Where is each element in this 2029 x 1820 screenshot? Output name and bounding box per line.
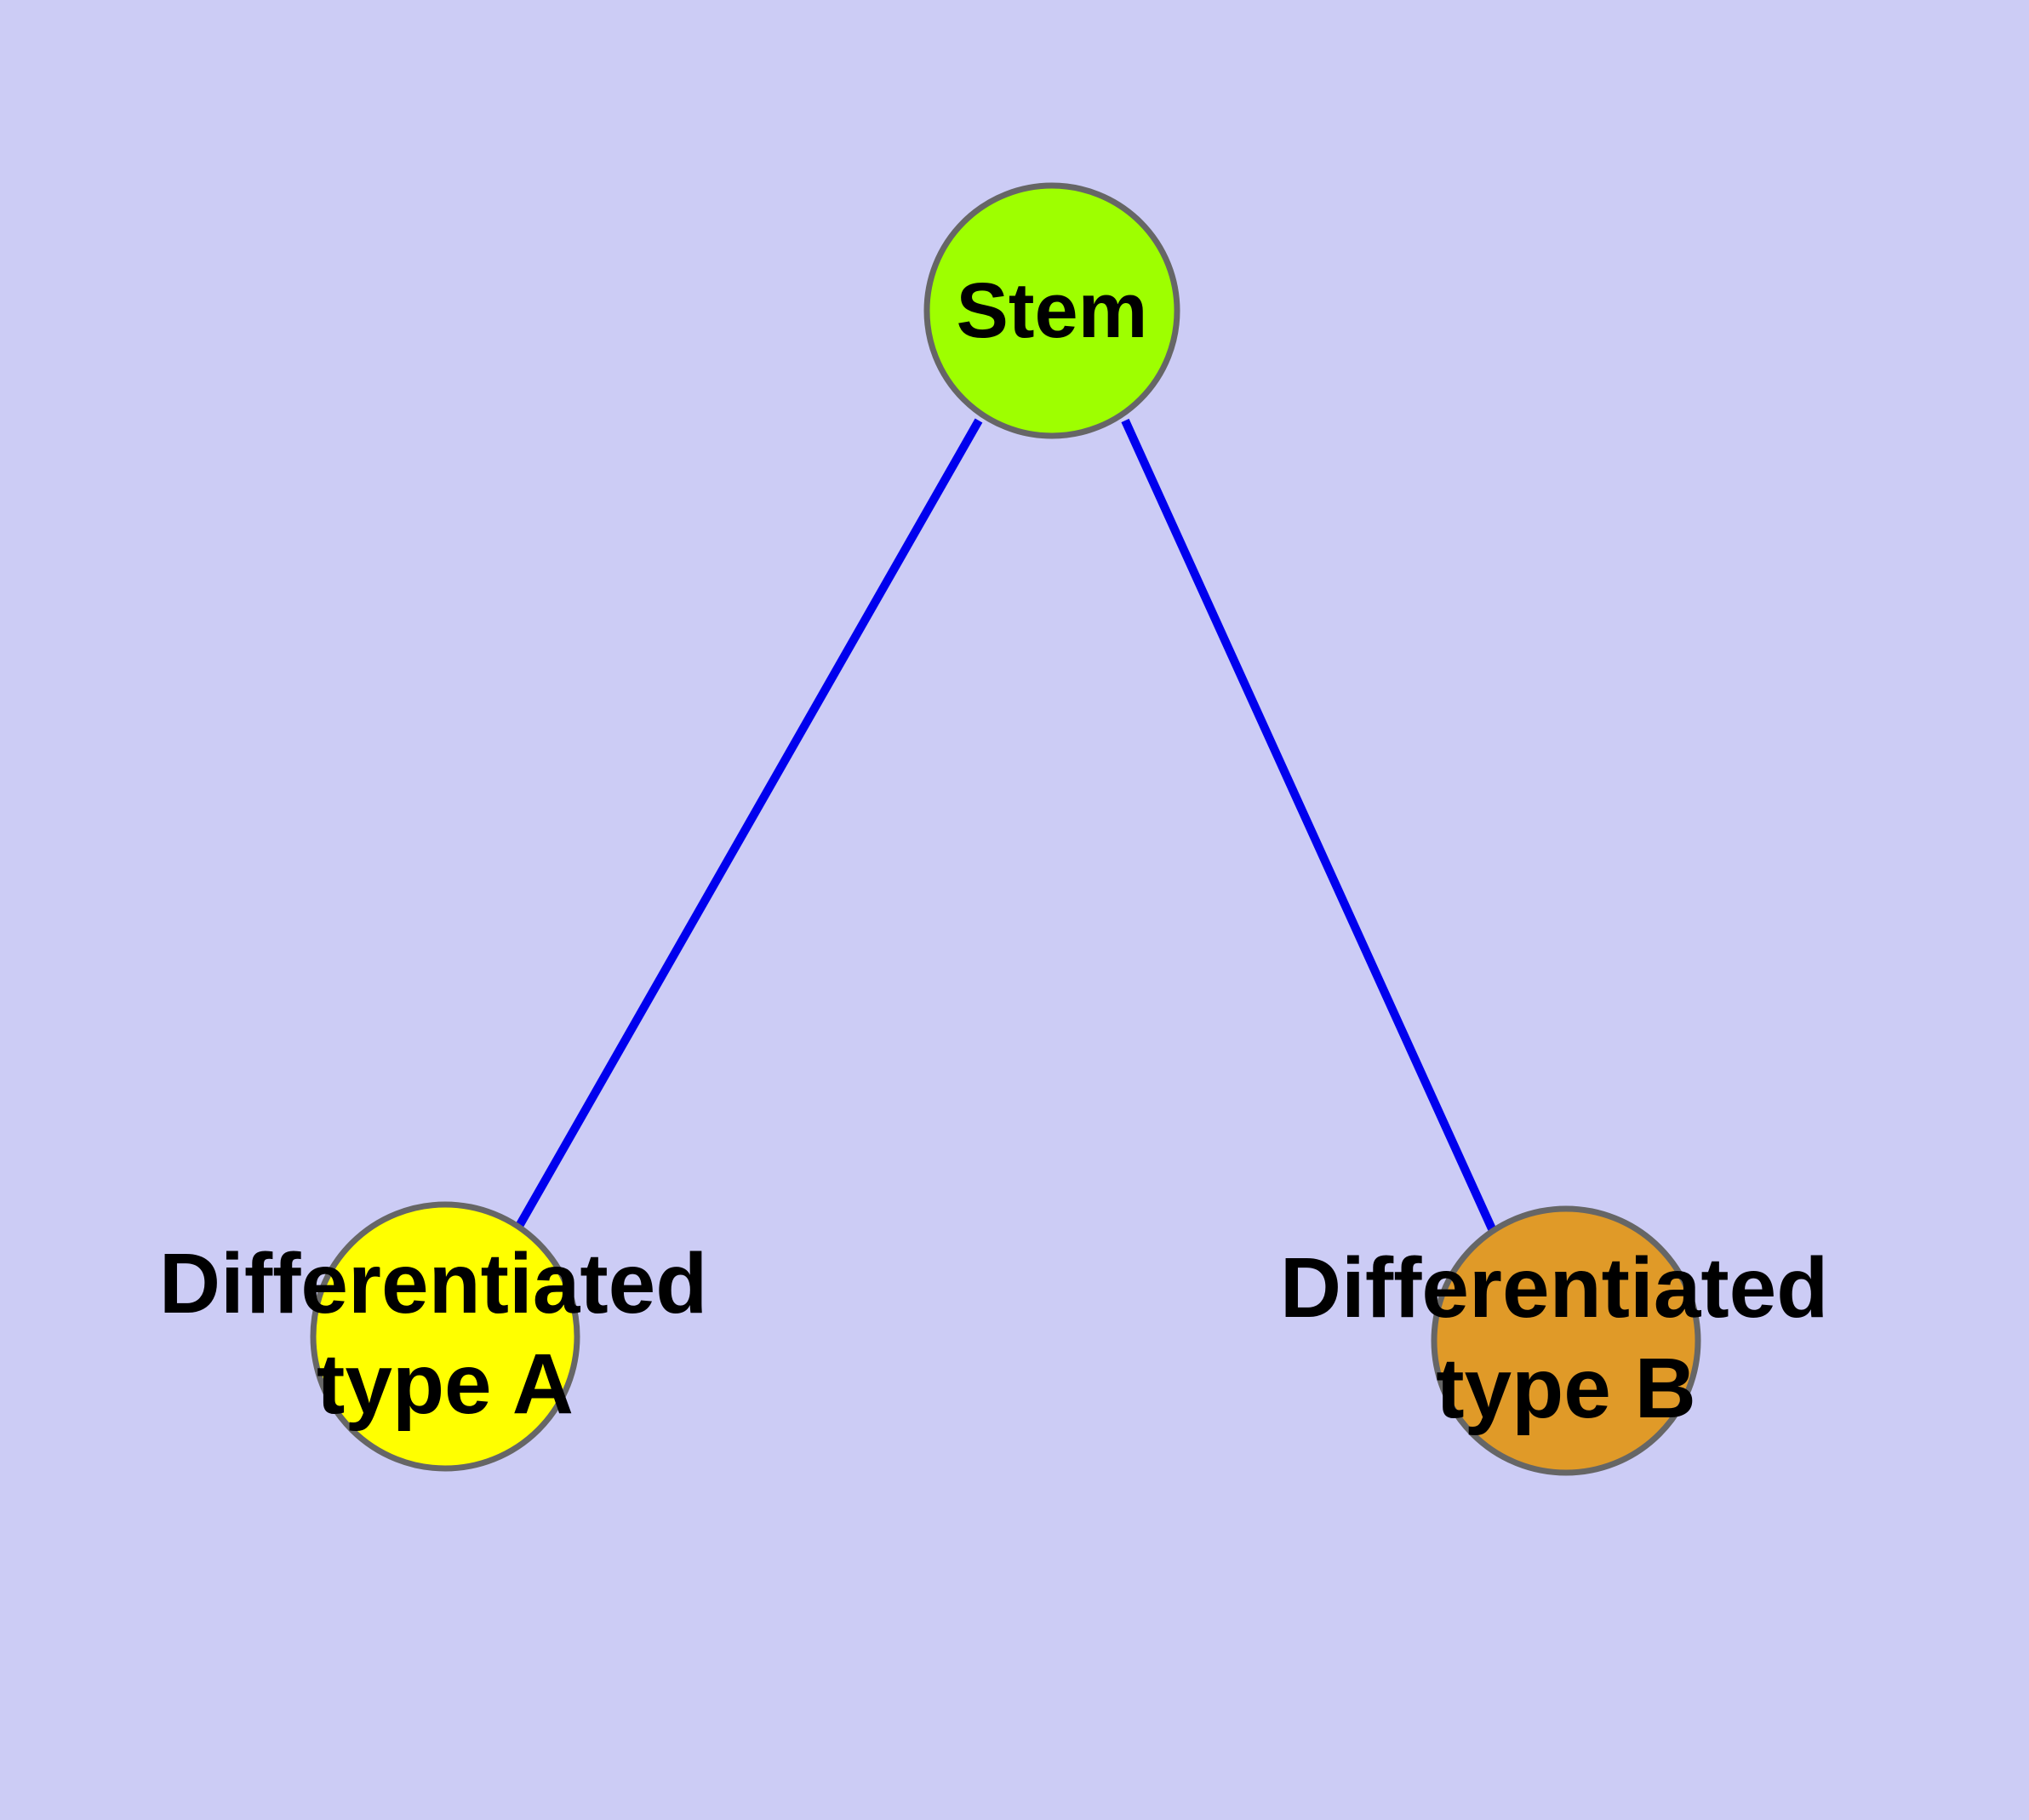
labels-layer: Stem Differentiated type A Differentiate… (159, 267, 1852, 1436)
node-label-stem: Stem (957, 267, 1148, 354)
node-label-diff-a-line-1: Differentiated (159, 1236, 708, 1331)
node-circle-diff-b[interactable] (1431, 1205, 1701, 1476)
node-circle-diff-a[interactable] (310, 1201, 580, 1472)
nodes-layer (310, 182, 1701, 1476)
edge-stem-to-diff-b[interactable] (1121, 418, 1498, 1235)
node-label-stem-line-1: Stem (957, 267, 1148, 354)
edges-layer (514, 418, 1498, 1235)
node-circle-stem[interactable] (923, 182, 1180, 439)
node-label-diff-a: Differentiated type A (159, 1236, 731, 1432)
node-label-diff-b-line-1: Differentiated (1280, 1240, 1829, 1336)
node-label-diff-a-line-2: type A (317, 1336, 574, 1432)
node-label-diff-b-line-2: type B (1436, 1341, 1696, 1436)
edge-stem-to-diff-a[interactable] (514, 418, 983, 1230)
node-label-diff-b: Differentiated type B (1280, 1240, 1852, 1436)
